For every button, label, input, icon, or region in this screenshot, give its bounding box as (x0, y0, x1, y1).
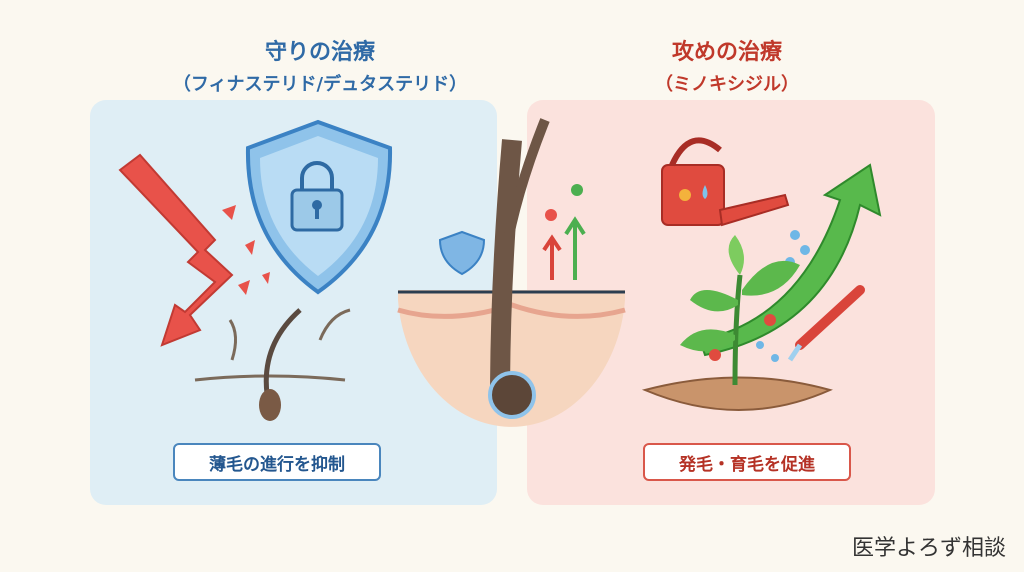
shard-icons (222, 205, 270, 295)
offense-subtitle: （ミノキシジル） (655, 74, 799, 95)
defense-effect-label: 薄毛の進行を抑制 (173, 443, 381, 481)
skin-cross-section (397, 118, 626, 427)
watermark: 医学よろず相談 (851, 536, 1006, 561)
shield-lock-icon (245, 119, 393, 295)
offense-title: 攻めの治療 (671, 40, 782, 65)
thin-hair-follicle-icon (194, 308, 351, 421)
offense-effect-label: 発毛・育毛を促進 (643, 443, 851, 481)
watering-can-icon (661, 137, 790, 227)
decline-arrow-icon (118, 153, 234, 347)
offense-heading: 攻めの治療 （ミノキシジル） (527, 34, 927, 96)
defense-title: 守りの治療 (264, 40, 375, 65)
defense-heading: 守りの治療 （フィナステリド/デュタステリド） (120, 34, 520, 96)
dropper-icon (787, 285, 865, 362)
sprout-plant-icon (641, 235, 833, 411)
defense-subtitle: （フィナステリド/デュタステリド） (172, 74, 468, 95)
water-drops-icon (756, 230, 810, 362)
